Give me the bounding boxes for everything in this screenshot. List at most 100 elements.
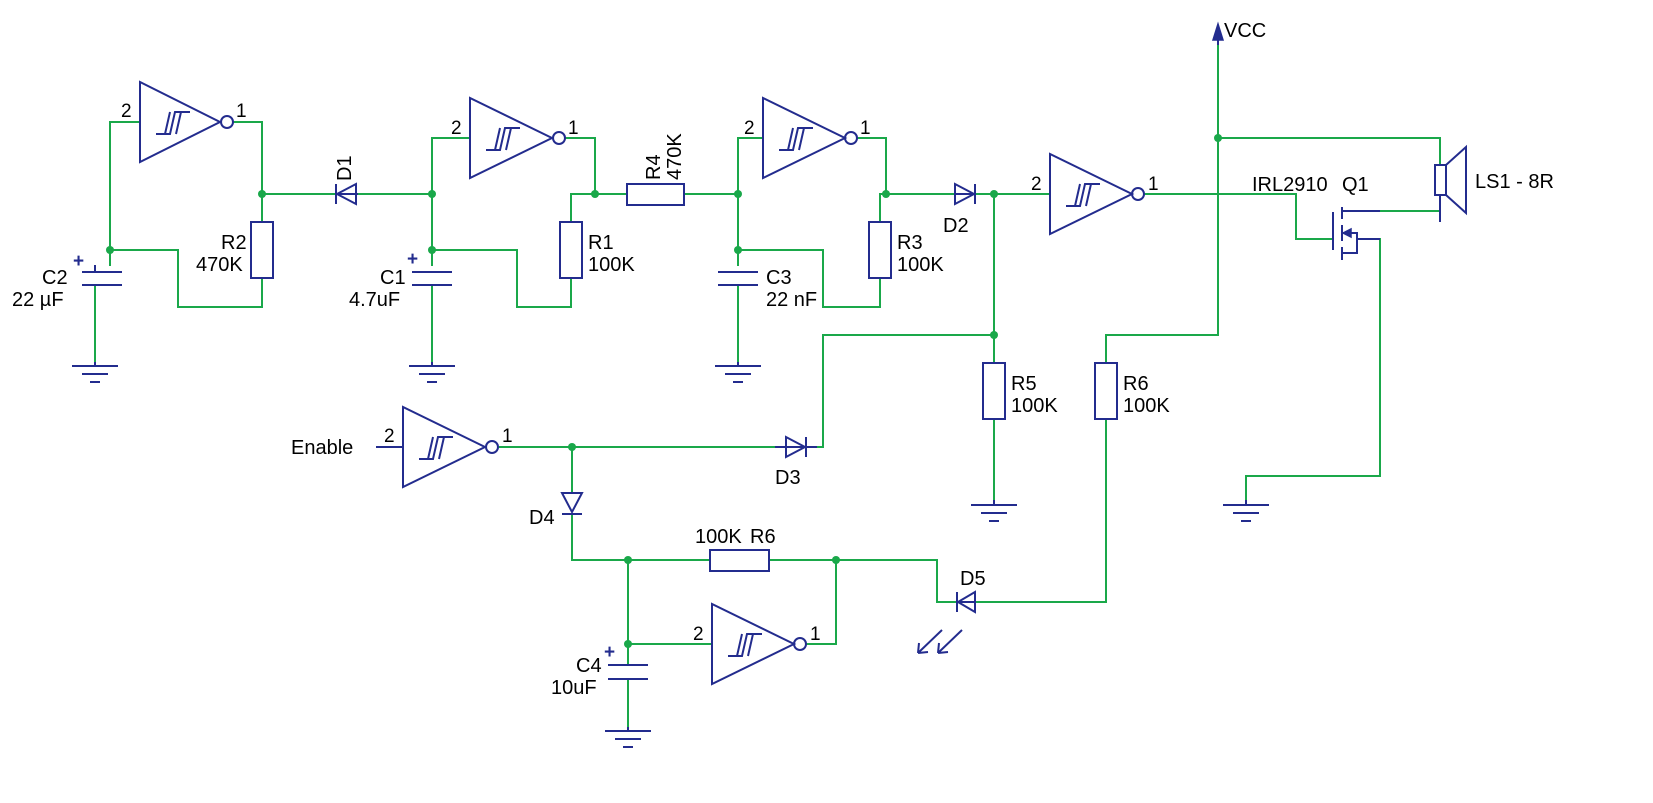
capacitor-ref-c3: C3 [766,267,792,289]
speaker-ls1: LS1 - 8R [1434,144,1554,222]
resistor-value-r2: 470K [196,254,243,276]
light-emission-arrow-icon [917,629,943,654]
wire [1379,194,1441,212]
junction-dot [734,190,742,198]
diode-d3: D3 [775,435,817,489]
resistor-ref-r1: R1 [588,232,614,254]
junction-dot [106,246,114,254]
diode-ref-d2: D2 [943,215,969,237]
resistor-r5: R5 100K [982,362,1058,420]
vcc-arrow-icon [1211,21,1225,41]
capacitor-ref-c4: C4 [576,655,602,677]
diode-ref-d4: D4 [529,507,555,529]
led-d5: D5 [917,568,986,654]
schmitt-inverter-g1: 2 1 [121,80,247,164]
ground-symbol-mosfet [1223,500,1269,522]
wire [109,249,263,308]
junction-dot [734,246,742,254]
resistor-r6-horizontal: 100K R6 [695,526,776,572]
diode-ref-d3: D3 [775,467,801,489]
wire [1217,137,1441,166]
resistor-value-r3: 100K [897,254,944,276]
resistor-r2: R2 470K [196,221,274,279]
wire [816,334,995,448]
junction-dot [428,246,436,254]
resistor-r3: R3 100K [868,221,944,279]
junction-dot [990,190,998,198]
polarity-mark: + [604,642,615,663]
polarity-mark: + [73,251,84,272]
pin-number: 2 [744,118,755,139]
wire [431,137,471,195]
wire [1245,238,1381,501]
pin-number: 2 [693,624,704,645]
resistor-value-r5: 100K [1011,395,1058,417]
resistor-value-r6: 100K [1123,395,1170,417]
junction-dot [624,556,632,564]
junction-dot [258,190,266,198]
diode-d1: D1 [334,155,358,206]
wire [1143,193,1334,240]
resistor-r6-vertical: R6 100K [1094,362,1170,420]
capacitor-c4: + C4 10uF [551,642,648,699]
resistor-ref-r3: R3 [897,232,923,254]
junction-dot [568,443,576,451]
diode-d2: D2 [943,182,977,237]
wire [856,137,887,223]
pin-number: 2 [1031,174,1042,195]
mosfet-body-arrow-icon [1341,227,1352,239]
light-emission-arrow-icon [937,629,963,654]
resistor-value-r4: 470K [664,133,686,180]
polarity-mark: + [407,249,418,270]
ground-symbol-c4 [605,727,651,748]
enable-label: Enable [291,437,353,459]
schmitt-inverter-g3: 2 1 [744,96,871,180]
pin-number: 1 [568,118,579,139]
ground-symbol-c1 [409,362,455,383]
capacitor-value-c1: 4.7uF [349,289,400,311]
junction-dot [832,556,840,564]
schmitt-inverter-g4: 2 1 [1031,152,1159,236]
pin-number: 2 [451,118,462,139]
schmitt-inverter-enable: 2 1 [376,405,513,489]
capacitor-ref-c1: C1 [380,267,406,289]
vcc-supply: VCC [1211,20,1266,45]
schmitt-inverter-g2: 2 1 [451,96,579,180]
pin-number: 1 [1148,174,1159,195]
ground-symbol-c2 [72,362,118,383]
diode-ref-d5: D5 [960,568,986,590]
wire [109,121,141,251]
ground-symbol-c3 [715,362,761,383]
schmitt-inverter-g6: 2 1 [693,602,821,686]
capacitor-c3: C3 22 nF [718,267,817,311]
capacitor-c1: + C1 4.7uF [349,249,452,311]
diode-ref-d1: D1 [334,155,356,181]
junction-dot [882,190,890,198]
resistor-r4: R4 470K [626,133,686,206]
wire [737,249,881,308]
mosfet-q1: IRL2910 Q1 [1252,174,1380,260]
wire [737,137,764,195]
wire [571,513,711,561]
resistor-ref-r6: R6 [1123,373,1149,395]
diode-d4: D4 [529,492,584,529]
pin-number: 2 [121,101,132,122]
pin-number: 1 [502,426,513,447]
resistor-ref-r6-horizontal: R6 [750,526,776,548]
junctions [106,134,1222,648]
wire [1105,44,1219,364]
mosfet-part-number: IRL2910 [1252,174,1328,196]
junction-dot [591,190,599,198]
pin-number: 1 [860,118,871,139]
junction-dot [428,190,436,198]
wire [768,559,956,603]
resistor-value-r1: 100K [588,254,635,276]
mosfet-ref: Q1 [1342,174,1369,196]
capacitor-value-c2: 22 µF [12,289,64,311]
resistor-ref-r4: R4 [643,154,665,180]
resistor-r1: R1 100K [559,221,635,279]
wires [94,44,1441,728]
pin-number: 2 [384,426,395,447]
wire [232,121,263,195]
resistor-ref-r2: R2 [221,232,247,254]
